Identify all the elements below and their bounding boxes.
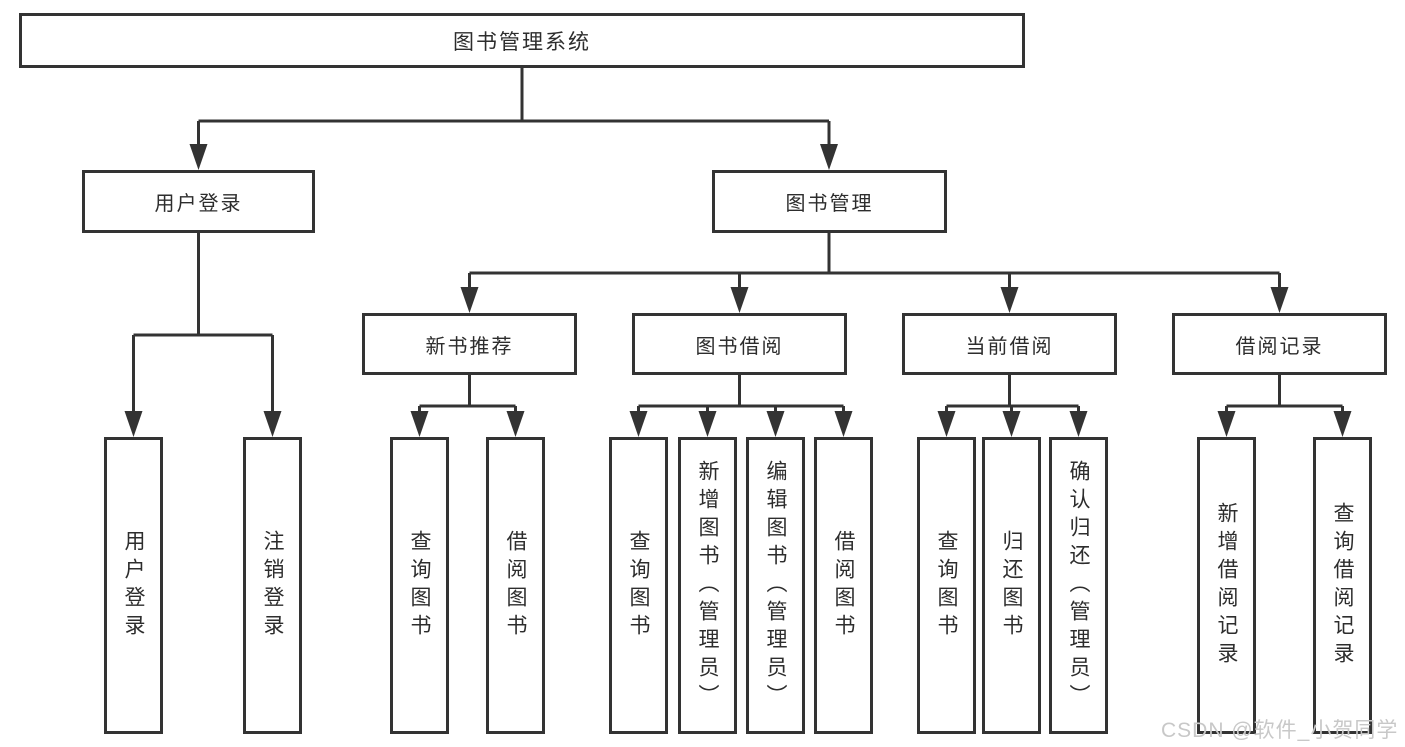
- leaf-borrow-books-newbook: 借阅图书: [486, 437, 545, 734]
- node-label: 借阅记录: [1235, 335, 1324, 358]
- node-label: 归还图书: [1000, 529, 1023, 642]
- arrowhead-icon: [629, 411, 648, 437]
- node-book-borrowing: 图书借阅: [632, 313, 847, 375]
- arrowhead-icon: [834, 411, 853, 437]
- leaf-query-borrow-record: 查询借阅记录: [1313, 437, 1372, 734]
- node-label: 确认归还（管理员）: [1067, 459, 1090, 712]
- node-label: 图书管理: [785, 193, 874, 215]
- node-label: 注销登录: [261, 529, 284, 642]
- arrowhead-icon: [1000, 287, 1019, 313]
- node-library-management-system: 图书管理系统: [19, 13, 1025, 68]
- arrowhead-icon: [1333, 411, 1352, 437]
- node-book-management: 图书管理: [712, 170, 947, 233]
- leaf-query-books-newbook: 查询图书: [390, 437, 449, 734]
- arrowhead-icon: [460, 287, 479, 313]
- node-label: 图书管理系统: [453, 30, 591, 54]
- arrowhead-icon: [698, 411, 717, 437]
- node-label: 新增借阅记录: [1215, 501, 1238, 670]
- arrowhead-icon: [263, 411, 282, 437]
- node-label: 新增图书（管理员）: [696, 459, 719, 712]
- arrowhead-icon: [766, 411, 785, 437]
- connector-user-login-to-leaves: [124, 233, 282, 437]
- node-label: 借阅图书: [504, 529, 527, 642]
- arrowhead-icon: [1069, 411, 1088, 437]
- leaf-edit-book-admin: 编辑图书（管理员）: [746, 437, 805, 734]
- connector-borrowing-records-to-leaves: [1217, 375, 1352, 437]
- connector-book-borrowing-to-leaves: [629, 375, 853, 437]
- leaf-add-book-admin: 新增图书（管理员）: [678, 437, 737, 734]
- connector-current-borrowing-to-leaves: [937, 375, 1088, 437]
- connector-root-to-level2: [189, 68, 838, 170]
- arrowhead-icon: [1270, 287, 1289, 313]
- leaf-add-borrow-record: 新增借阅记录: [1197, 437, 1256, 734]
- node-label: 查询借阅记录: [1331, 501, 1354, 670]
- node-label: 查询图书: [935, 529, 958, 642]
- node-label: 用户登录: [154, 193, 243, 215]
- connector-new-book-to-leaves: [410, 375, 525, 437]
- leaf-logout: 注销登录: [243, 437, 302, 734]
- node-label: 查询图书: [627, 529, 650, 642]
- node-current-borrowing: 当前借阅: [902, 313, 1117, 375]
- node-label: 借阅图书: [832, 529, 855, 642]
- connector-book-management-to-level3: [460, 233, 1289, 313]
- node-label: 当前借阅: [965, 335, 1054, 358]
- node-new-book-recommendation: 新书推荐: [362, 313, 577, 375]
- leaf-query-books-current: 查询图书: [917, 437, 976, 734]
- arrowhead-icon: [506, 411, 525, 437]
- arrowhead-icon: [124, 411, 143, 437]
- arrowhead-icon: [410, 411, 429, 437]
- arrowhead-icon: [189, 144, 208, 170]
- watermark-text: CSDN @软件_小贺同学: [1161, 719, 1399, 742]
- leaf-user-login: 用户登录: [104, 437, 163, 734]
- arrowhead-icon: [1217, 411, 1236, 437]
- node-label: 图书借阅: [695, 335, 784, 358]
- leaf-query-books-borrowing: 查询图书: [609, 437, 668, 734]
- leaf-confirm-return-admin: 确认归还（管理员）: [1049, 437, 1108, 734]
- node-borrowing-records: 借阅记录: [1172, 313, 1387, 375]
- node-label: 用户登录: [122, 529, 145, 642]
- arrowhead-icon: [937, 411, 956, 437]
- leaf-return-books: 归还图书: [982, 437, 1041, 734]
- leaf-borrow-books-borrowing: 借阅图书: [814, 437, 873, 734]
- node-label: 新书推荐: [425, 335, 514, 358]
- node-label: 查询图书: [408, 529, 431, 642]
- node-label: 编辑图书（管理员）: [764, 459, 787, 712]
- arrowhead-icon: [1002, 411, 1021, 437]
- arrowhead-icon: [820, 144, 838, 170]
- node-user-login: 用户登录: [82, 170, 315, 233]
- arrowhead-icon: [730, 287, 749, 313]
